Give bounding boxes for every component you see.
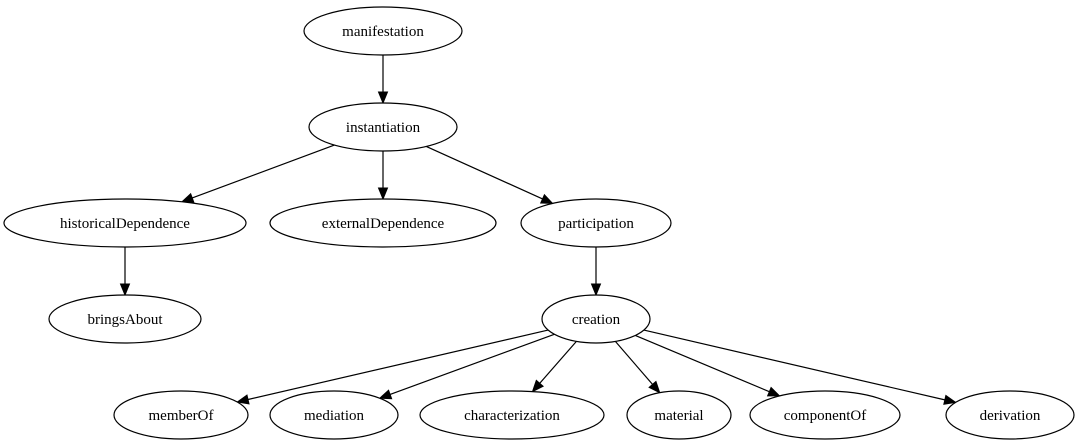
- node-ellipse: [3, 198, 247, 248]
- edge-creation-to-derivation: [643, 329, 957, 405]
- edge-instantiation-to-historicalDependence: [180, 144, 335, 203]
- node-ellipse: [48, 294, 202, 344]
- edge-line: [614, 341, 653, 385]
- node-ellipse: [626, 390, 732, 440]
- edge-creation-to-material: [614, 341, 661, 394]
- node-label: material: [654, 408, 703, 424]
- node-instantiation: instantiation: [308, 102, 458, 152]
- node-ellipse: [113, 390, 249, 440]
- edge-participation-to-creation: [590, 247, 602, 297]
- node-label: manifestation: [342, 24, 424, 40]
- node-memberOf: memberOf: [113, 390, 249, 440]
- node-ellipse: [308, 102, 458, 152]
- edge-line: [635, 334, 770, 393]
- edge-creation-to-componentOf: [635, 334, 781, 397]
- edge-creation-to-mediation: [378, 333, 555, 400]
- node-label: creation: [572, 312, 621, 328]
- arrowhead-icon: [378, 389, 393, 400]
- node-label: historicalDependence: [60, 216, 190, 232]
- arrowhead-icon: [119, 283, 131, 297]
- edge-line: [425, 145, 543, 200]
- edge-line: [192, 144, 335, 199]
- arrowhead-icon: [180, 192, 195, 203]
- node-ellipse: [749, 390, 901, 440]
- node-historicalDependence: historicalDependence: [3, 198, 247, 248]
- arrowhead-icon: [235, 394, 250, 405]
- node-ellipse: [520, 198, 672, 248]
- edge-creation-to-memberOf: [235, 329, 549, 405]
- node-bringsAbout: bringsAbout: [48, 294, 202, 344]
- node-ellipse: [303, 6, 463, 56]
- arrowhead-icon: [539, 193, 554, 204]
- edge-historicalDependence-to-bringsAbout: [119, 247, 131, 297]
- arrowhead-icon: [377, 91, 389, 105]
- arrowhead-icon: [943, 394, 957, 405]
- edge-instantiation-to-participation: [425, 145, 554, 204]
- node-material: material: [626, 390, 732, 440]
- node-label: componentOf: [784, 408, 866, 424]
- node-label: mediation: [304, 408, 364, 424]
- edge-instantiation-to-externalDependence: [377, 151, 389, 201]
- node-label: participation: [558, 216, 634, 232]
- node-ellipse: [419, 390, 605, 440]
- arrowhead-icon: [531, 379, 544, 393]
- node-label: characterization: [464, 408, 560, 424]
- node-label: derivation: [980, 408, 1041, 424]
- arrowhead-icon: [590, 283, 602, 297]
- node-ellipse: [269, 198, 497, 248]
- nodes-layer: manifestation instantiation historicalDepe…: [3, 6, 1075, 440]
- edge-line: [247, 329, 549, 401]
- node-creation: creation: [541, 294, 651, 344]
- node-manifestation: manifestation: [303, 6, 463, 56]
- node-derivation: derivation: [945, 390, 1075, 440]
- node-externalDependence: externalDependence: [269, 198, 497, 248]
- arrowhead-icon: [766, 386, 781, 397]
- edge-line: [539, 340, 577, 384]
- node-label: bringsAbout: [88, 312, 164, 328]
- edge-creation-to-characterization: [531, 340, 577, 393]
- node-ellipse: [945, 390, 1075, 440]
- edges-layer: [119, 55, 957, 405]
- edge-line: [389, 333, 555, 396]
- edge-line: [643, 329, 945, 401]
- arrowhead-icon: [648, 380, 661, 394]
- node-ellipse: [541, 294, 651, 344]
- node-componentOf: componentOf: [749, 390, 901, 440]
- node-mediation: mediation: [269, 390, 399, 440]
- arrowhead-icon: [377, 187, 389, 201]
- node-label: memberOf: [149, 408, 214, 424]
- node-label: instantiation: [346, 120, 421, 136]
- node-participation: participation: [520, 198, 672, 248]
- edge-manifestation-to-instantiation: [377, 55, 389, 105]
- node-ellipse: [269, 390, 399, 440]
- node-label: externalDependence: [322, 216, 445, 232]
- node-characterization: characterization: [419, 390, 605, 440]
